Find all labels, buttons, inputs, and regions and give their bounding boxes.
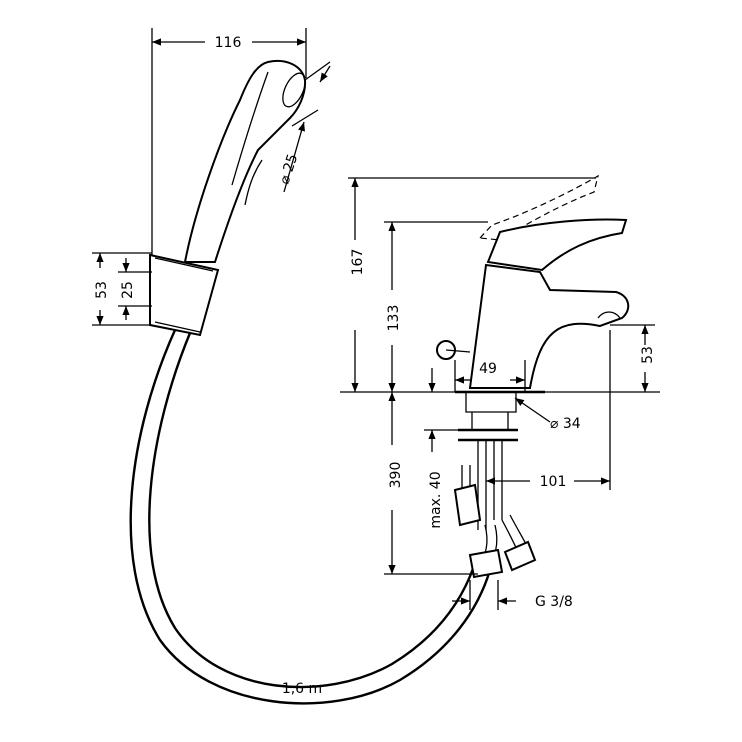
supply-connections <box>453 392 537 579</box>
dim-connection-length: 390 <box>384 392 478 575</box>
dim-spout-reach: 101 <box>486 330 611 490</box>
dim-label: 116 <box>215 35 242 51</box>
shower-hose <box>129 329 492 705</box>
dim-spout-height: 53 <box>610 324 656 392</box>
dim-label: 1,6 m <box>282 681 322 697</box>
dim-label: 53 <box>640 346 656 364</box>
dim-holder: 53 25 <box>92 252 152 326</box>
basin-mixer <box>340 174 660 394</box>
dim-label: ⌀ 34 <box>550 416 581 432</box>
dim-label: 101 <box>540 474 567 490</box>
dim-label: 167 <box>350 249 366 276</box>
dim-hole-diameter: ⌀ 34 <box>514 397 581 432</box>
dim-thread: G 3/8 <box>452 580 573 610</box>
dim-mixer-body-height: 133 <box>384 221 488 392</box>
shower-holder <box>149 253 220 337</box>
dim-label: 133 <box>386 305 402 332</box>
dim-label: ⌀ 25 <box>277 152 302 186</box>
hand-shower <box>183 60 307 263</box>
dim-label: 49 <box>479 361 497 377</box>
dim-label: 25 <box>120 281 136 299</box>
dim-base-width: 49 <box>454 360 526 392</box>
dim-max-thickness: max. 40 <box>424 368 460 529</box>
dim-mixer-lever-height: 167 <box>348 177 596 392</box>
dim-label: max. 40 <box>428 471 444 528</box>
dim-hand-shower-width: 116 <box>151 28 307 255</box>
dim-label: G 3/8 <box>535 594 573 610</box>
dim-label: 390 <box>388 462 404 489</box>
dim-hose-length: 1,6 m <box>282 681 322 697</box>
dim-label: 53 <box>94 281 110 299</box>
